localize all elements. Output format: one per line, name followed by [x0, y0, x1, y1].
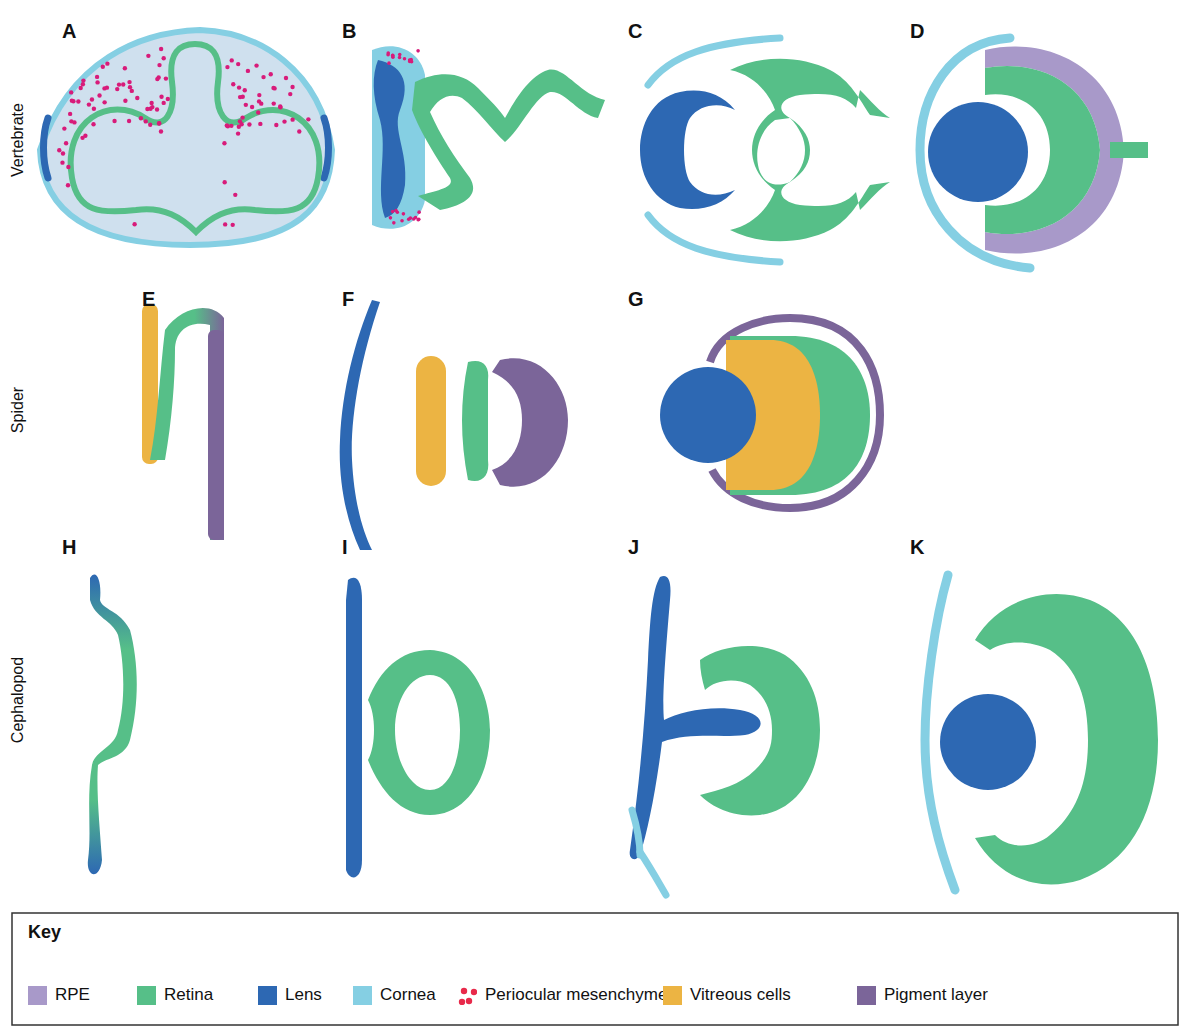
legend-item: RPE — [28, 985, 90, 1005]
panel-letter: G — [628, 288, 644, 311]
panel-letter: C — [628, 20, 642, 43]
legend-text: Lens — [285, 985, 322, 1005]
legend-item: Pigment layer — [857, 985, 988, 1005]
panel-letter: D — [910, 20, 924, 43]
panel-j-drawing — [630, 576, 820, 895]
row-label: Cephalopod — [9, 657, 27, 743]
panel-letter: J — [628, 536, 639, 559]
panel-letter: A — [62, 20, 76, 43]
panel-f-drawing — [340, 300, 568, 550]
panel-letter: E — [142, 288, 155, 311]
legend-swatch — [258, 986, 277, 1005]
panel-letter: F — [342, 288, 354, 311]
legend-item: Periocular mesenchyme — [458, 985, 667, 1005]
legend-text: Periocular mesenchyme — [485, 985, 667, 1005]
panel-e-drawing — [142, 304, 224, 540]
legend-text: Retina — [164, 985, 213, 1005]
legend-swatch — [353, 986, 372, 1005]
legend-dots — [458, 986, 477, 1005]
legend-swatch — [857, 986, 876, 1005]
legend-item: Vitreous cells — [663, 985, 791, 1005]
legend-text: Vitreous cells — [690, 985, 791, 1005]
legend-swatch — [137, 986, 156, 1005]
legend-text: Pigment layer — [884, 985, 988, 1005]
legend-swatch — [28, 986, 47, 1005]
legend-item: Cornea — [353, 985, 436, 1005]
panel-a-drawing — [40, 30, 332, 245]
legend-frame — [12, 913, 1178, 1025]
legend-title: Key — [28, 922, 61, 943]
panel-letter: K — [910, 536, 924, 559]
panel-d-drawing — [920, 38, 1148, 268]
panel-g-drawing — [660, 318, 880, 508]
panel-letter: H — [62, 536, 76, 559]
panel-h-drawing — [88, 574, 137, 874]
legend-item: Retina — [137, 985, 213, 1005]
panel-k-drawing — [925, 575, 1158, 890]
panel-c-drawing — [640, 38, 890, 262]
legend-item: Lens — [258, 985, 322, 1005]
row-label: Spider — [9, 387, 27, 433]
row-label: Vertebrate — [9, 103, 27, 177]
panel-i-drawing — [346, 578, 490, 878]
panel-b-drawing — [372, 46, 605, 229]
panel-letter: I — [342, 536, 348, 559]
panel-letter: B — [342, 20, 356, 43]
legend-text: RPE — [55, 985, 90, 1005]
legend-text: Cornea — [380, 985, 436, 1005]
legend-swatch — [663, 986, 682, 1005]
